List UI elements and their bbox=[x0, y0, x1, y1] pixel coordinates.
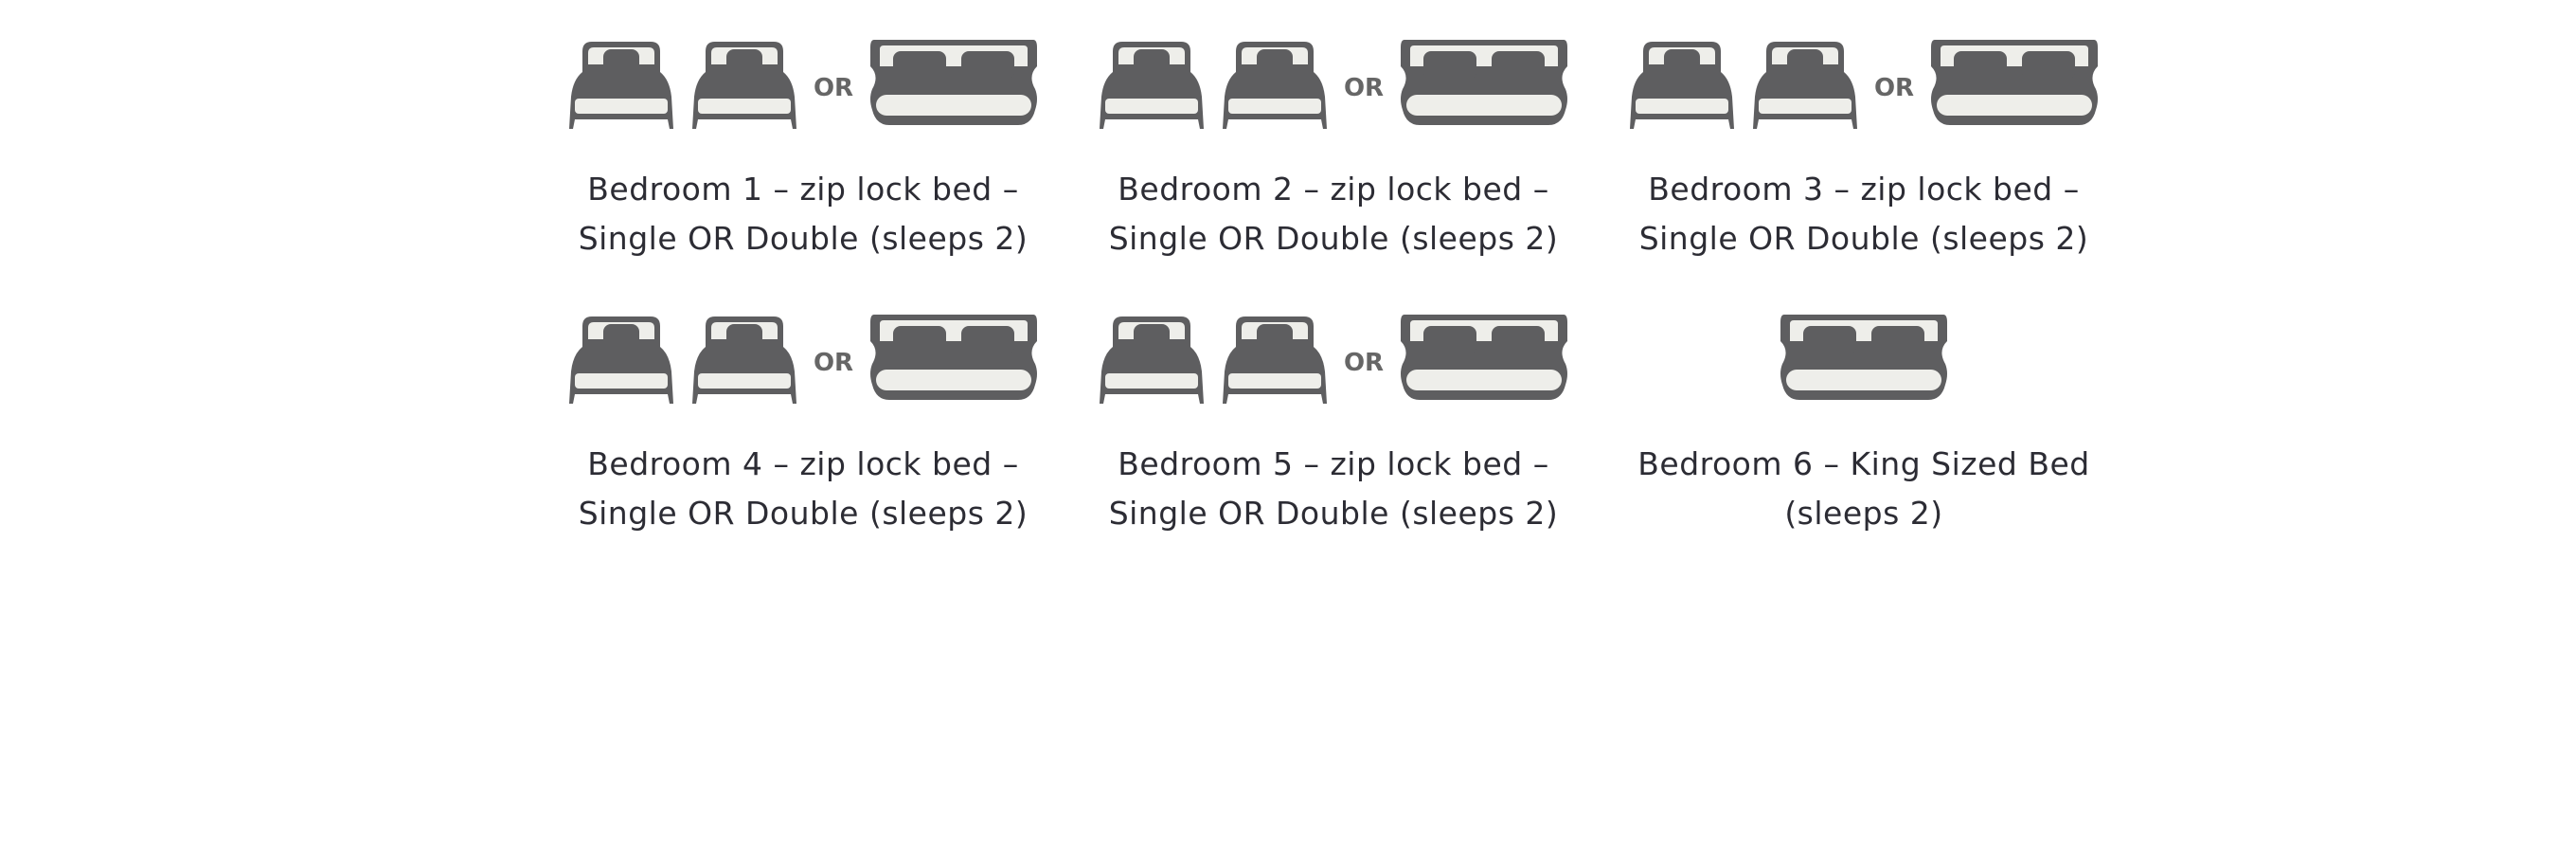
single-bed-icon bbox=[1752, 42, 1857, 129]
bedroom-caption-line2: Single OR Double (sleeps 2) bbox=[1108, 495, 1559, 532]
bedroom-caption-line2: Single OR Double (sleeps 2) bbox=[578, 495, 1029, 532]
bedroom-caption-line1: Bedroom 4 – zip lock bed – bbox=[587, 445, 1019, 482]
king-bed-icon bbox=[1780, 315, 1947, 400]
bedroom-caption-line1: Bedroom 2 – zip lock bed – bbox=[1118, 171, 1549, 208]
bedroom-caption-line1: Bedroom 6 – King Sized Bed bbox=[1637, 445, 2090, 482]
single-bed-icon bbox=[1222, 316, 1327, 404]
double-bed-icon bbox=[1401, 315, 1568, 400]
bedroom-caption-line1: Bedroom 1 – zip lock bed – bbox=[587, 171, 1019, 208]
double-bed-icon bbox=[1401, 40, 1568, 125]
bedroom-caption: Bedroom 4 – zip lock bed – Single OR Dou… bbox=[579, 440, 1029, 538]
bedroom-caption: Bedroom 3 – zip lock bed – Single OR Dou… bbox=[1639, 165, 2089, 263]
or-label: OR bbox=[1873, 74, 1915, 102]
single-bed-icon bbox=[691, 42, 796, 129]
or-label: OR bbox=[813, 74, 854, 102]
or-label: OR bbox=[1343, 349, 1385, 377]
bedroom-grid: OR Bedroom 1 – zip lock bed – Single OR … bbox=[538, 27, 2129, 576]
double-bed-icon bbox=[870, 315, 1038, 400]
bedroom-caption-line1: Bedroom 3 – zip lock bed – bbox=[1648, 171, 2080, 208]
single-bed-icon bbox=[691, 316, 796, 404]
single-bed-icon bbox=[1222, 42, 1327, 129]
single-bed-icon bbox=[1099, 42, 1204, 129]
or-label: OR bbox=[1343, 74, 1385, 102]
single-bed-icon bbox=[1629, 42, 1734, 129]
single-bed-icon bbox=[568, 42, 673, 129]
bedroom-card-5: OR Bedroom 5 – zip lock bed – Single OR … bbox=[1068, 301, 1599, 576]
bed-icons: OR bbox=[1098, 27, 1569, 129]
bedroom-card-1: OR Bedroom 1 – zip lock bed – Single OR … bbox=[538, 27, 1068, 301]
bedroom-card-4: OR Bedroom 4 – zip lock bed – Single OR … bbox=[538, 301, 1068, 576]
double-bed-icon bbox=[870, 40, 1038, 125]
bed-icons: OR bbox=[1628, 27, 2100, 129]
bedroom-caption: Bedroom 5 – zip lock bed – Single OR Dou… bbox=[1109, 440, 1559, 538]
bedroom-caption-line1: Bedroom 5 – zip lock bed – bbox=[1118, 445, 1549, 482]
single-bed-icon bbox=[568, 316, 673, 404]
or-label: OR bbox=[813, 349, 854, 377]
bedroom-caption-line2: Single OR Double (sleeps 2) bbox=[578, 220, 1029, 257]
bed-icons: OR bbox=[567, 301, 1039, 404]
bed-icons: OR bbox=[1098, 301, 1569, 404]
bed-icons: OR bbox=[567, 27, 1039, 129]
bedroom-caption: Bedroom 1 – zip lock bed – Single OR Dou… bbox=[579, 165, 1029, 263]
bedroom-card-2: OR Bedroom 2 – zip lock bed – Single OR … bbox=[1068, 27, 1599, 301]
bedroom-card-3: OR Bedroom 3 – zip lock bed – Single OR … bbox=[1599, 27, 2129, 301]
single-bed-icon bbox=[1099, 316, 1204, 404]
bed-icons bbox=[1779, 301, 1949, 404]
bedroom-caption-line2: Single OR Double (sleeps 2) bbox=[1638, 220, 2089, 257]
bedroom-caption-line2: (sleeps 2) bbox=[1784, 495, 1943, 532]
bedroom-card-6: Bedroom 6 – King Sized Bed (sleeps 2) bbox=[1599, 301, 2129, 576]
bedroom-caption: Bedroom 2 – zip lock bed – Single OR Dou… bbox=[1109, 165, 1559, 263]
bedroom-caption-line2: Single OR Double (sleeps 2) bbox=[1108, 220, 1559, 257]
bedroom-caption: Bedroom 6 – King Sized Bed (sleeps 2) bbox=[1637, 440, 2089, 538]
double-bed-icon bbox=[1931, 40, 2099, 125]
